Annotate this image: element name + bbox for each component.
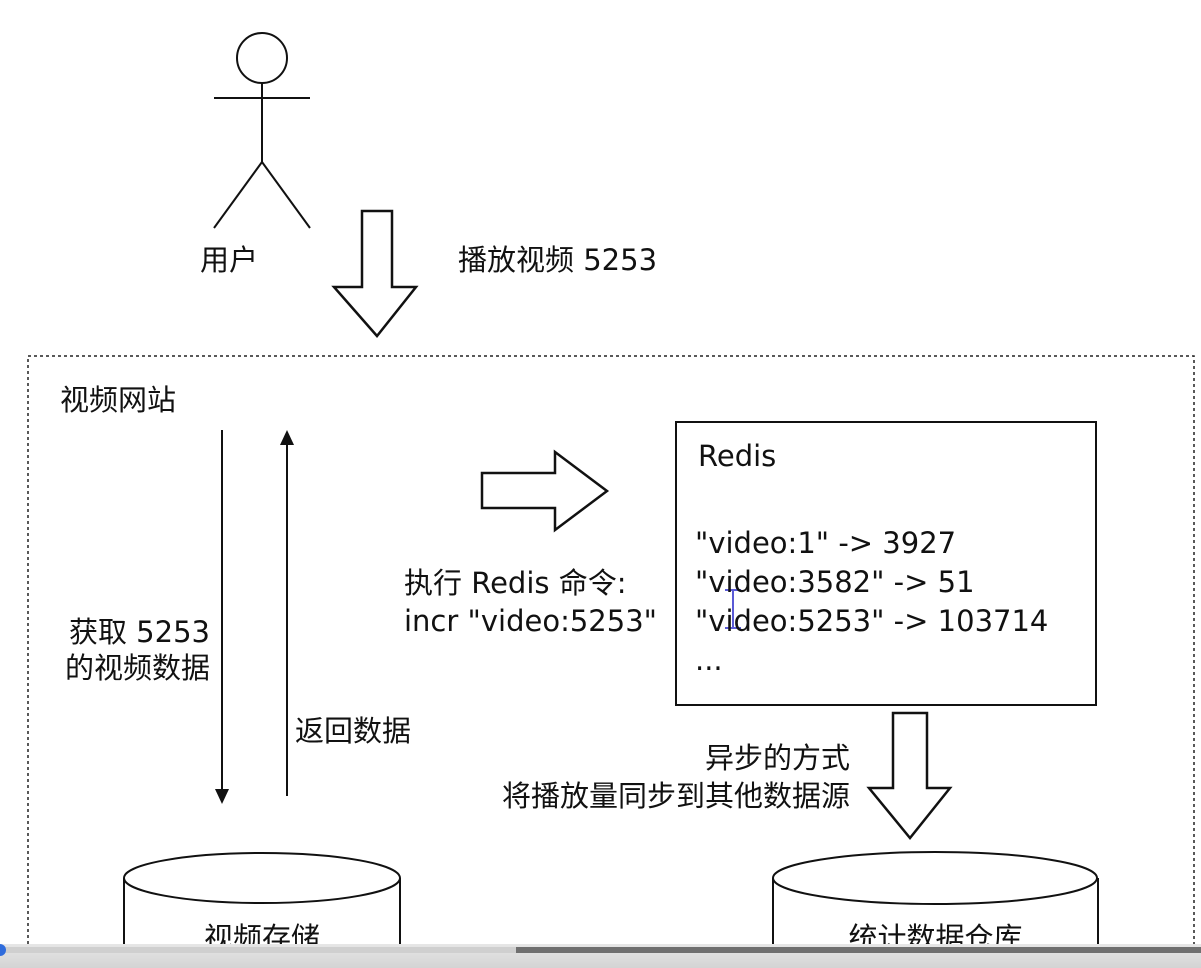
seek-track[interactable] bbox=[0, 947, 1201, 953]
command-arrow bbox=[480, 449, 610, 533]
sync-arrow bbox=[866, 711, 953, 840]
fetch-label-line2: 的视频数据 bbox=[64, 651, 210, 685]
text-cursor-icon bbox=[725, 589, 741, 629]
fetch-arrow bbox=[215, 430, 229, 804]
sync-label-line2: 将播放量同步到其他数据源 bbox=[501, 779, 850, 813]
seek-progress bbox=[0, 947, 517, 953]
return-data-label: 返回数据 bbox=[295, 714, 412, 748]
command-label-line1: 执行 Redis 命令: bbox=[404, 566, 627, 600]
sync-label-line1: 异步的方式 bbox=[704, 741, 850, 775]
return-arrow bbox=[280, 430, 294, 796]
play-action-label: 播放视频 5253 bbox=[458, 243, 658, 277]
redis-entry: "video:5253" -> 103714 bbox=[695, 604, 1049, 638]
redis-entry: ... bbox=[695, 643, 723, 677]
redis-title: Redis bbox=[698, 439, 777, 473]
website-label: 视频网站 bbox=[60, 383, 177, 417]
fetch-label-line1: 获取 5253 bbox=[68, 615, 210, 649]
redis-entry: "video:1" -> 3927 bbox=[695, 526, 957, 560]
user-figure bbox=[213, 32, 311, 229]
redis-entry: "video:3582" -> 51 bbox=[695, 565, 975, 599]
website-boundary bbox=[27, 355, 1195, 968]
seek-handle[interactable] bbox=[0, 944, 6, 956]
user-label: 用户 bbox=[200, 243, 259, 277]
play-request-arrow bbox=[331, 209, 419, 338]
redis-box bbox=[675, 421, 1097, 706]
command-label-line2: incr "video:5253" bbox=[404, 604, 657, 638]
